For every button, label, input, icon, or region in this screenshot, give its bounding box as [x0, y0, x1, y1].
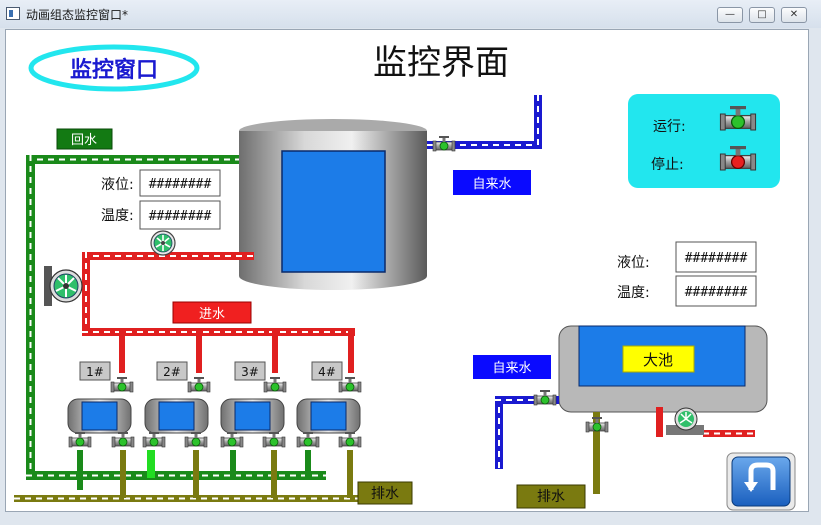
legend-running-label: 运行:	[653, 119, 686, 135]
unit-2-inlet-valve[interactable]	[187, 376, 211, 393]
close-button[interactable]: ✕	[781, 7, 807, 23]
pool-drain-valve[interactable]	[585, 416, 609, 433]
return-water-pipe	[26, 155, 326, 480]
tank-inlet-valve[interactable]	[432, 135, 456, 152]
pool-level-field	[675, 241, 757, 273]
unit-1-valve-b[interactable]	[111, 431, 135, 448]
main-circulation-pump[interactable]	[44, 266, 83, 306]
unit-2: 2#	[142, 361, 211, 498]
unit-4: 4#	[296, 361, 362, 498]
minimize-button[interactable]: —	[717, 7, 743, 23]
tank-temp-field	[139, 200, 221, 230]
tank-water-level	[281, 150, 386, 273]
page-title: 监控界面	[373, 43, 509, 83]
tank-level-value: ########	[149, 177, 212, 192]
pool-inlet-valve[interactable]	[533, 389, 557, 406]
unit-1: 1#	[67, 361, 135, 498]
header-badge-text: 监控窗口	[70, 57, 158, 83]
window-title: 动画组态监控窗口*	[26, 8, 129, 22]
svg-text:2#: 2#	[163, 365, 181, 379]
inlet-pump-small[interactable]	[150, 230, 176, 256]
tank-level-label: 液位:	[101, 177, 134, 193]
pool-outlet-pump[interactable]	[666, 407, 704, 435]
drain-label-left	[357, 481, 413, 505]
svg-text:4#: 4#	[318, 365, 336, 379]
inlet-pipe	[82, 252, 355, 373]
maximize-button[interactable]: □	[749, 7, 775, 23]
unit-4-valve-b[interactable]	[338, 431, 362, 448]
tap-water-top-text: 自来水	[472, 177, 511, 192]
scada-canvas: 监控窗口 监控界面 回水 液位: ######## 温度: ######## 自…	[5, 29, 809, 512]
pool-outlet-pipe	[656, 407, 755, 437]
tank-temp-label: 温度:	[101, 208, 134, 224]
app-icon	[6, 7, 20, 20]
pool-temp-label: 温度:	[617, 285, 650, 301]
unit-1-inlet-valve[interactable]	[110, 376, 134, 393]
status-legend: 运行: 停止:	[628, 94, 780, 188]
pool-level-label: 液位:	[617, 255, 650, 271]
tap-water-label-pool	[473, 355, 551, 379]
return-water-label	[56, 128, 113, 150]
tap-water-pipe-top	[427, 95, 542, 149]
unit-2-valve-b[interactable]	[184, 431, 208, 448]
svg-text:3#: 3#	[241, 365, 259, 379]
drain-label-right	[516, 484, 586, 509]
drain-left-text: 排水	[371, 486, 399, 502]
process-diagram: 监控窗口 监控界面 回水 液位: ######## 温度: ######## 自…	[14, 43, 796, 511]
main-tank	[239, 119, 427, 290]
unit-3-valve-b[interactable]	[262, 431, 286, 448]
inlet-label	[172, 301, 252, 324]
title-bar: 动画组态监控窗口* — □ ✕	[0, 0, 821, 28]
unit-3: 3#	[220, 361, 287, 498]
tap-water-pool-text: 自来水	[492, 361, 531, 376]
unit-2-valve-a[interactable]	[142, 431, 166, 448]
tap-water-label-top	[453, 170, 531, 195]
legend-stopped-label: 停止:	[651, 156, 684, 173]
pool-temp-value: ########	[685, 285, 748, 300]
pool-level-value: ########	[685, 251, 748, 266]
unit-3-valve-a[interactable]	[220, 431, 244, 448]
pool-label: 大池	[643, 351, 673, 369]
return-water-text: 回水	[71, 133, 97, 148]
inlet-text: 进水	[199, 307, 225, 322]
unit-4-valve-a[interactable]	[296, 431, 320, 448]
big-pool: 大池	[558, 325, 768, 413]
header-badge-oval	[28, 44, 200, 92]
pool-temp-field	[675, 275, 757, 307]
unit-1-valve-a[interactable]	[68, 431, 92, 448]
tank-temp-value: ########	[149, 209, 212, 224]
tap-water-pipe-pool	[495, 396, 559, 469]
pool-drain-pipe	[593, 412, 600, 494]
drain-pipe-left	[14, 495, 366, 502]
unit-3-inlet-valve[interactable]	[263, 376, 287, 393]
svg-text:1#: 1#	[86, 365, 104, 379]
tank-level-field	[139, 169, 221, 197]
drain-right-text: 排水	[537, 489, 565, 505]
return-button[interactable]	[726, 452, 796, 511]
